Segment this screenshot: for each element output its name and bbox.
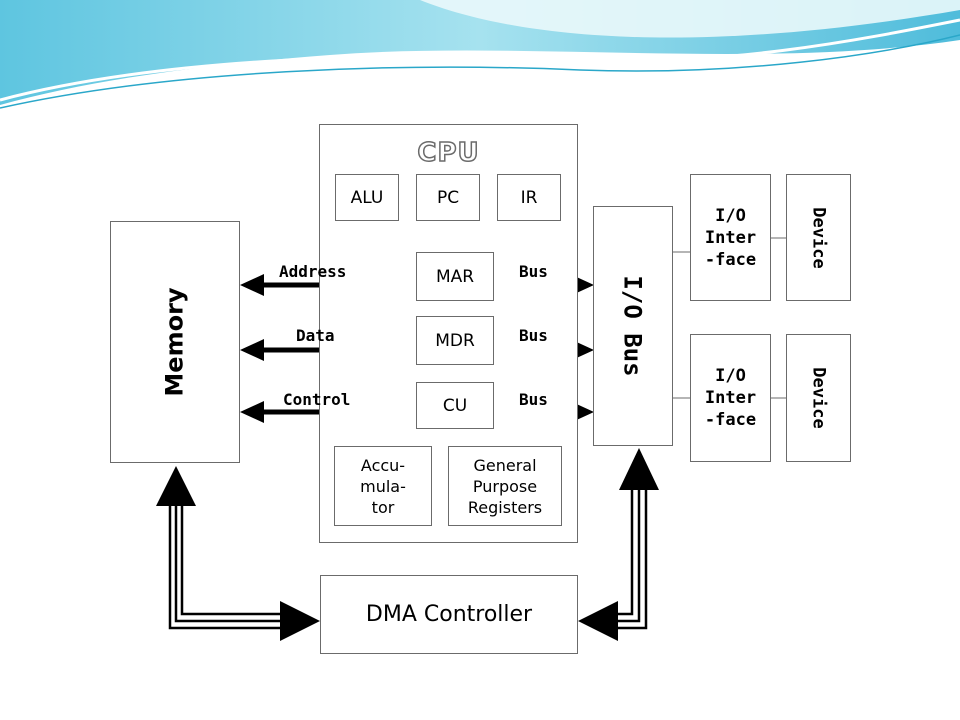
pc-box: PC — [416, 174, 480, 221]
memory-label: Memory — [160, 287, 189, 397]
control-label: Control — [283, 390, 351, 409]
io-interface-connectors — [672, 237, 786, 399]
slide-header-decoration — [0, 0, 960, 109]
dma-right-arrowhead — [280, 601, 320, 641]
memory-up-arrowhead — [156, 466, 196, 506]
bus-label-control: Bus — [519, 390, 548, 409]
memory-box: Memory — [110, 221, 240, 463]
dma-left-arrowhead — [578, 601, 618, 641]
dma-iobus-arrow — [612, 488, 648, 630]
io-bus-label: I/O Bus — [619, 275, 647, 377]
device-2-box: Device — [786, 334, 851, 462]
io-interface-1: I/O Inter -face — [690, 174, 771, 301]
io-interface-2: I/O Inter -face — [690, 334, 771, 462]
device-1-label: Device — [808, 206, 829, 269]
bus-label-address: Bus — [519, 262, 548, 281]
io-interface-1-label: I/O Inter -face — [704, 205, 757, 270]
cu-box: CU — [416, 382, 494, 429]
iobus-up-arrowhead — [619, 448, 659, 490]
alu-box: ALU — [335, 174, 399, 221]
gpr-label: General Purpose Registers — [467, 455, 543, 517]
bus-label-data: Bus — [519, 326, 548, 345]
dma-controller-box: DMA Controller — [320, 575, 578, 654]
data-label: Data — [296, 326, 335, 345]
accumulator-label: Accu- mula- tor — [360, 455, 406, 517]
io-bus-box: I/O Bus — [593, 206, 673, 446]
io-interface-2-label: I/O Inter -face — [704, 366, 757, 430]
accumulator-box: Accu- mula- tor — [334, 446, 432, 526]
mdr-box: MDR — [416, 316, 494, 365]
device-2-label: Device — [808, 367, 829, 429]
cpu-title: CPU — [417, 137, 480, 169]
ir-box: IR — [497, 174, 561, 221]
gpr-box: General Purpose Registers — [448, 446, 562, 526]
device-1-box: Device — [786, 174, 851, 301]
mar-box: MAR — [416, 252, 494, 301]
memory-dma-arrow — [168, 505, 285, 630]
address-label: Address — [279, 262, 347, 281]
